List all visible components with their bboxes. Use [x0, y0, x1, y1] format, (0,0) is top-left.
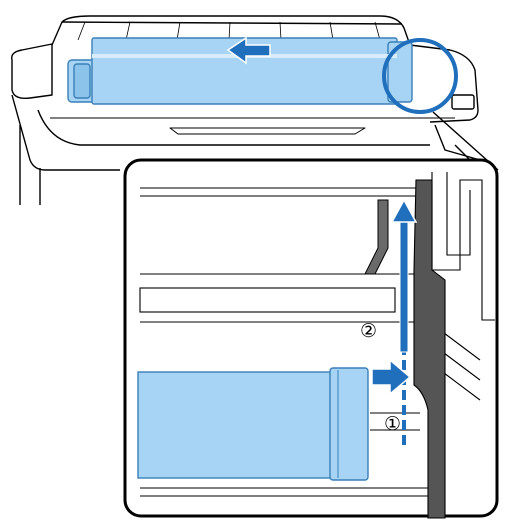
detail-contents: ② ①: [137, 172, 495, 519]
guide-arm: [364, 199, 389, 275]
step-2-label: ②: [360, 320, 377, 342]
arrow-up-icon: [390, 198, 418, 353]
control-panel: [451, 94, 475, 110]
roll-paper: [91, 37, 413, 105]
arrow-right-icon: [371, 358, 412, 396]
highlight-circle: [382, 38, 458, 114]
step-1-label: ①: [384, 413, 401, 435]
printer-illustration: [11, 15, 481, 205]
holder-slot: [413, 179, 446, 519]
arrow-left-icon: [226, 36, 271, 65]
roll-end-detail: [137, 367, 369, 481]
